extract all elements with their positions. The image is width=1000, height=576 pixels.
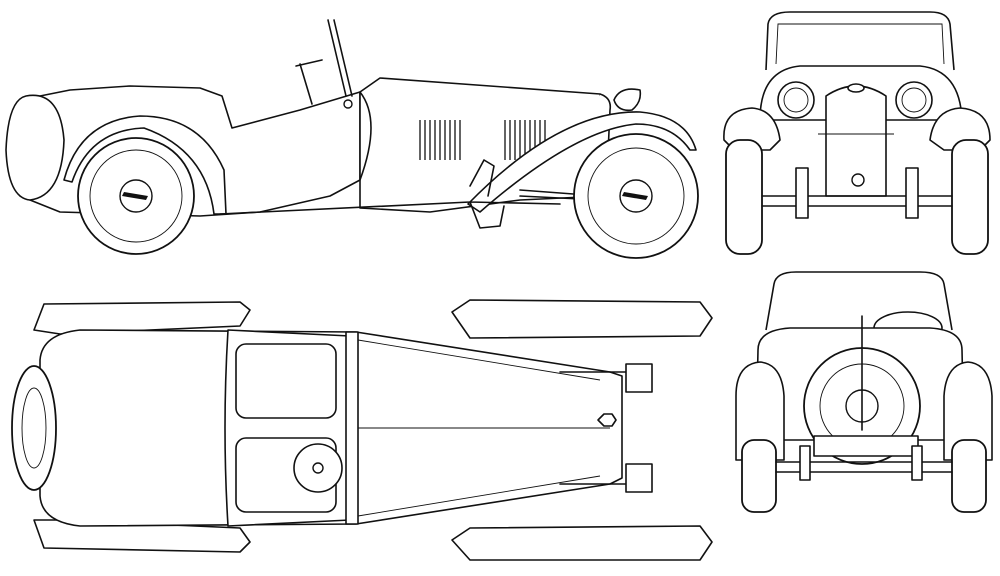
side-scuttle — [359, 91, 372, 181]
front-headlamp-left — [777, 81, 815, 119]
rear-view — [735, 271, 993, 513]
side-view — [5, 19, 699, 259]
top-view — [11, 299, 713, 561]
rear-damper-right — [911, 445, 923, 481]
side-headlamp — [613, 88, 642, 112]
side-windscreen-pivot — [343, 99, 353, 109]
front-badge — [847, 83, 865, 93]
front-headlamp-right-lens — [901, 87, 927, 113]
front-wheel-right — [951, 139, 989, 255]
top-spare-rim — [21, 387, 47, 469]
side-rear-mudguard — [63, 115, 227, 215]
front-damper-left — [795, 167, 809, 219]
rear-wing-left — [735, 361, 785, 461]
front-starting-handle — [851, 173, 865, 187]
front-radiator — [825, 85, 887, 197]
top-headlamp-lower — [625, 463, 653, 493]
top-rear-wing-upper — [33, 301, 251, 335]
rear-wheel-left — [741, 439, 777, 513]
front-wheel-left — [725, 139, 763, 255]
side-rear-spinner — [122, 192, 148, 200]
front-headlamp-right — [895, 81, 933, 119]
rear-wheel-right — [951, 439, 987, 513]
front-headlamp-left-lens — [783, 87, 809, 113]
top-spare-wheel — [11, 365, 57, 491]
top-windscreen — [345, 331, 359, 525]
top-front-wing-lower — [451, 525, 713, 561]
side-bracket — [469, 159, 495, 197]
top-seat-left — [235, 343, 337, 419]
side-windscreen — [295, 19, 353, 105]
front-axle — [761, 195, 953, 207]
front-windscreen — [765, 11, 955, 71]
side-spare-wheel — [5, 94, 65, 201]
front-windscreen-glass — [775, 23, 945, 65]
top-radiator-cap — [597, 413, 617, 427]
top-front-wing-upper — [451, 299, 713, 339]
front-view — [723, 11, 991, 255]
side-chassis — [219, 201, 561, 229]
top-steering-hub — [312, 462, 324, 474]
side-front-spinner — [622, 192, 648, 200]
top-headlamp-upper — [625, 363, 653, 393]
rear-damper-left — [799, 445, 811, 481]
rear-screen — [765, 271, 953, 331]
side-front-rim — [587, 147, 685, 245]
rear-wing-right — [943, 361, 993, 461]
front-damper-right — [905, 167, 919, 219]
top-bonnet-edges — [357, 339, 601, 517]
side-rear-rim — [89, 149, 183, 243]
rear-number-plate — [813, 435, 919, 457]
